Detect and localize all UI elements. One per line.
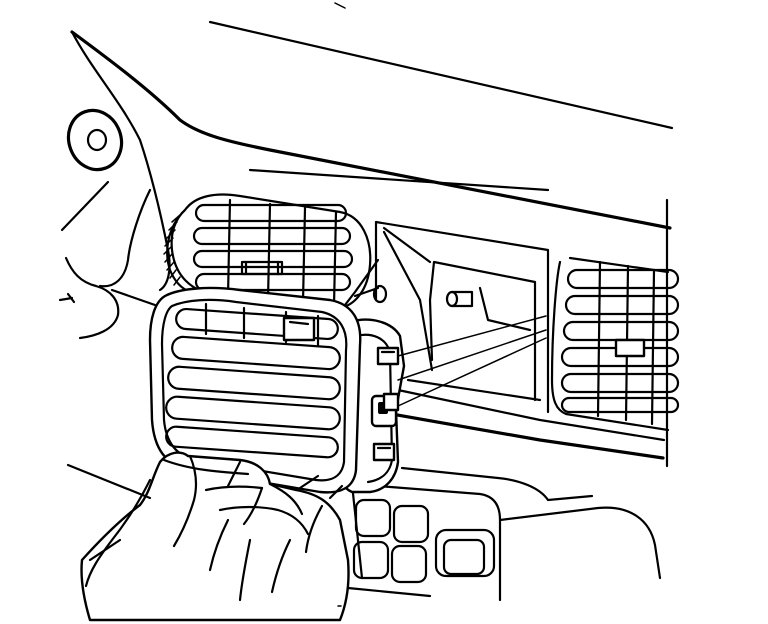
alignment-pin-upper [353,284,388,304]
hand [80,451,350,622]
outlet-front-rim [160,298,348,482]
dash-inner-seam [248,168,550,192]
outlet-louvers [165,307,341,459]
housing-ring [166,216,192,294]
dash-lower-edge-2 [396,388,666,442]
dash-round-knob [66,108,124,172]
dash-left-recess [98,188,152,288]
dash-lower-left-edge [66,463,152,500]
instrument-panel [58,2,674,468]
retaining-tab-middle [370,392,400,428]
dash-left-panel-line [110,288,157,307]
hand-thumb [84,478,152,588]
dash-left-lower-line [60,180,110,232]
dash-top-outer-edge [208,20,674,130]
dash-left-tiny-mark [58,292,76,304]
guide-line-middle [397,329,547,381]
retaining-tab-upper [376,346,400,366]
bezel-buttons [352,498,496,584]
outlet-top-tab [282,316,316,342]
center-cavity-shelf [478,286,532,332]
dash-left-hood [64,256,120,340]
center-cavity-inner [428,260,537,402]
outlet-vertical-vanes [204,302,320,348]
dash-top-edge [70,30,672,230]
retaining-tab-lower [372,442,396,462]
hand-palm [80,451,350,622]
alignment-pins [353,284,474,308]
dash-rear-line [334,2,346,9]
center-cavity-slope [382,226,434,372]
housing-louvers [192,198,354,308]
alignment-guide-lines [397,315,547,407]
hand-knuckle-lines [298,474,344,500]
alignment-pin-center [445,290,474,308]
center-control-bezel [338,466,662,602]
dash-lower-left-edge-2 [88,538,122,562]
guide-line-lower [397,337,547,407]
dash-lower-edge [378,410,665,460]
housing-tab [240,260,284,276]
center-outlet-tab [614,338,646,358]
center-outlet-frame [550,260,670,432]
guide-line-upper [397,315,547,357]
center-cavity-bottom [406,378,542,402]
center-air-outlet [550,256,680,432]
hand-fingers [162,454,324,602]
housing-ring-knurling [163,214,181,286]
bezel-outline-2 [400,466,594,502]
